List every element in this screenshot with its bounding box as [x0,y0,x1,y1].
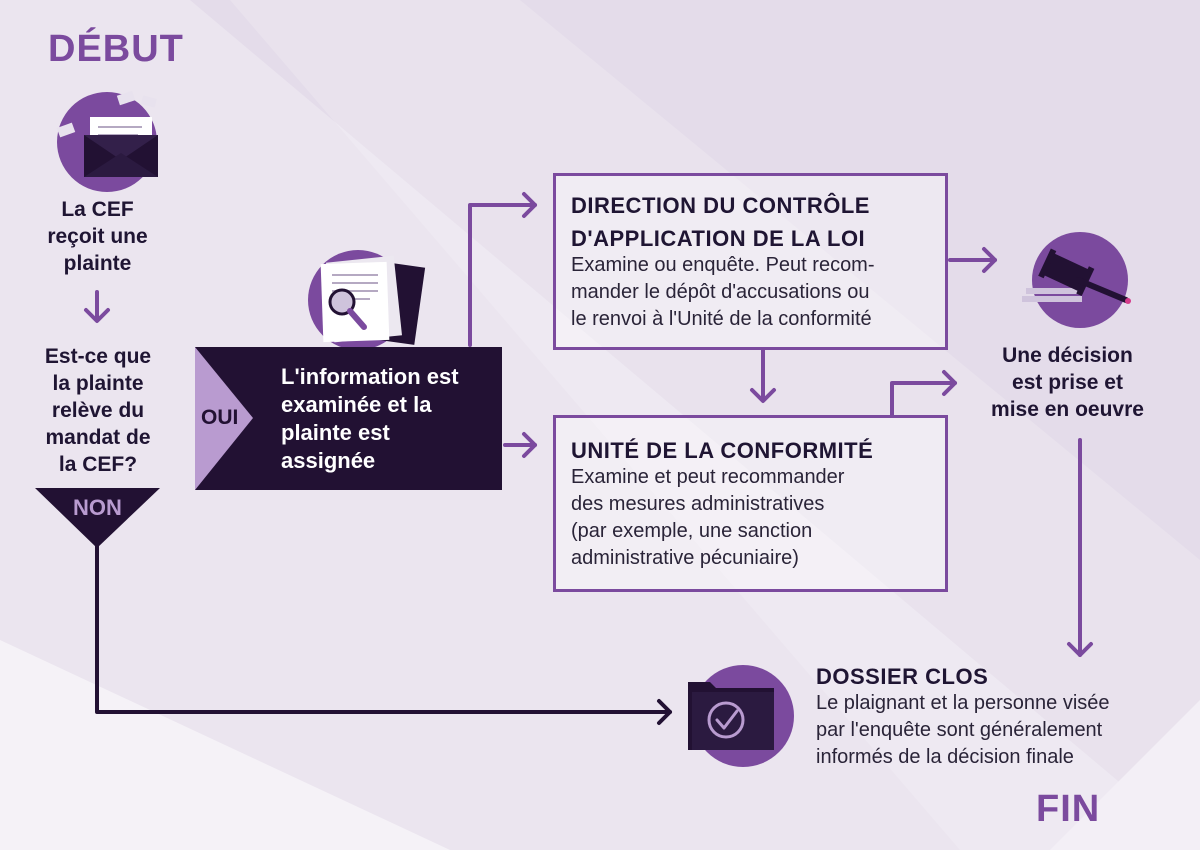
decision-line: est prise et [1012,371,1123,394]
end-title: FIN [1036,788,1101,830]
decision-line: mise en oeuvre [991,398,1144,421]
arrowhead-start-question [84,308,110,323]
gavel-icon [1022,232,1131,328]
closed-desc-line: informés de la décision finale [816,746,1074,768]
arrowhead-assign-compliance [522,432,537,458]
question-line: la plainte [52,372,144,395]
question-line: mandat de [45,426,151,449]
yes-label: OUI [201,406,239,429]
compliance-box: UNITÉ DE LA CONFORMITÉ Examine et peut r… [553,415,948,592]
arrowhead-enforcement-compliance [750,388,776,403]
enforcement-desc-line: le renvoi à l'Unité de la conformité [571,308,872,330]
arrowhead-assign-enforcement [522,192,537,218]
assign-box: OUI L'information est examinée et la pla… [195,347,502,490]
no-triangle [35,488,160,548]
question-line: Est-ce que [44,345,152,368]
assign-line: plainte est [281,420,390,445]
compliance-content: UNITÉ DE LA CONFORMITÉ Examine et peut r… [571,434,873,572]
start-line: reçoit une [47,225,148,248]
closed-content: DOSSIER CLOS Le plaignant et la personne… [816,660,1186,771]
closed-title: DOSSIER CLOS [816,664,989,689]
decision-text: Une décision est prise et mise en oeuvre [965,342,1170,423]
arrowhead-compliance-decision [942,370,957,396]
closed-desc-line: par l'enquête sont généralement [816,719,1103,741]
arrowhead-decision-closed [1067,642,1093,657]
question-text: Est-ce que la plainte relève du mandat d… [18,343,178,478]
decision-line: Une décision [1002,344,1133,367]
start-text: La CEF reçoit une plainte [20,196,175,277]
folder-check-icon [688,665,794,767]
assign-text: L'information est examinée et la plainte… [281,363,496,475]
arrowhead-no-closed [657,699,672,725]
question-line: relève du [51,399,145,422]
compliance-desc-line: Examine et peut recommander [571,466,845,488]
arrowhead-enforcement-decision [982,247,997,273]
enforcement-desc-line: mander le dépôt d'accusations ou [571,281,870,303]
no-label: NON [73,495,122,520]
compliance-desc-line: administrative pécuniaire) [571,547,799,569]
assign-line: assignée [281,448,376,473]
enforcement-box: DIRECTION DU CONTRÔLE D'APPLICATION DE L… [553,173,948,350]
arrow-assign-enforcement [468,203,537,347]
start-title: DÉBUT [48,28,184,70]
assign-line: examinée et la [281,392,432,417]
start-line: plainte [63,252,132,275]
compliance-desc-line: des mesures administratives [571,493,825,515]
enforcement-content: DIRECTION DU CONTRÔLE D'APPLICATION DE L… [571,189,875,333]
yes-chevron [195,347,253,490]
start-line: La CEF [61,198,134,221]
question-line: la CEF? [58,453,138,476]
enforcement-desc-line: Examine ou enquête. Peut recom- [571,254,875,276]
arrow-no-closed [95,543,672,714]
compliance-desc-line: (par exemple, une sanction [571,520,813,542]
enforcement-title-line: D'APPLICATION DE LA LOI [571,226,866,251]
assign-line: L'information est [281,364,459,389]
document-magnifier-icon [308,250,426,350]
envelope-icon [56,90,158,192]
closed-desc-line: Le plaignant et la personne visée [816,692,1110,714]
enforcement-title-line: DIRECTION DU CONTRÔLE [571,193,870,218]
compliance-title: UNITÉ DE LA CONFORMITÉ [571,438,874,463]
arrow-compliance-decision [890,381,957,417]
